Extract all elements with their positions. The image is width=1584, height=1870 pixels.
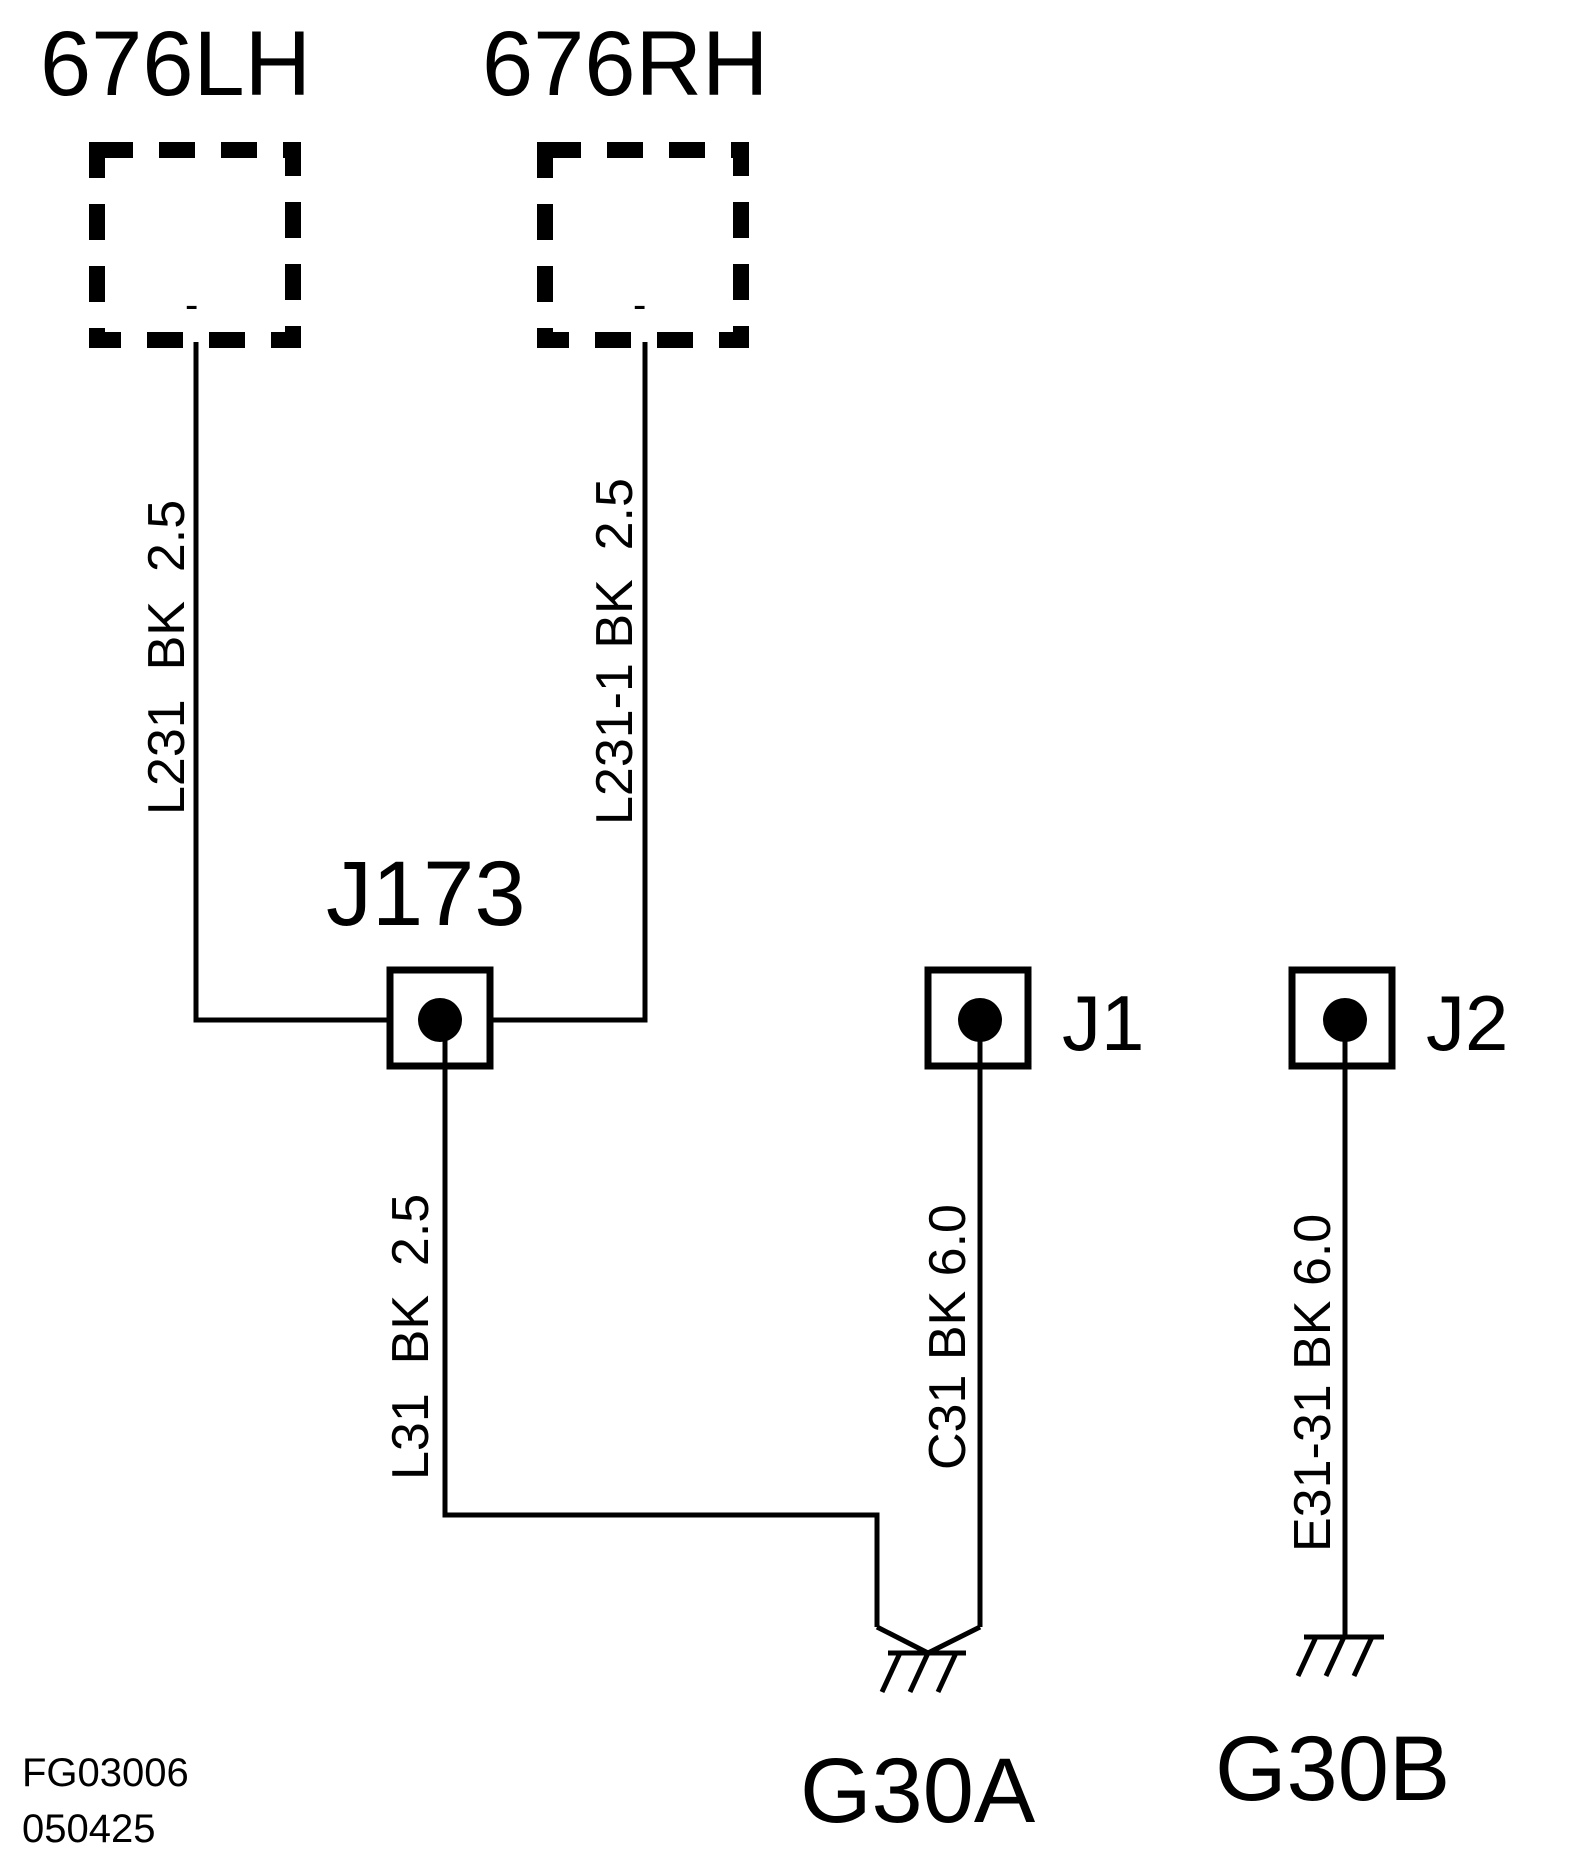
component-676rh-label: 676RH: [482, 13, 768, 115]
junction-j1-label: J1: [1062, 979, 1144, 1067]
junction-j173-box: [386, 966, 494, 1070]
ground-g30a-symbol: [875, 1624, 982, 1694]
wire-label-e31-31: E31-31 BK 6.0: [1284, 1214, 1342, 1552]
ground-g30b-label: G30B: [1215, 1718, 1450, 1820]
wire-label-l31: L31 BK 2.5: [382, 1194, 440, 1480]
junction-j2-dot: [1323, 998, 1367, 1042]
junction-j2-label: J2: [1426, 979, 1508, 1067]
component-676lh-box: [89, 142, 301, 348]
component-676rh-box: [537, 142, 749, 348]
junction-j173-dot: [418, 998, 462, 1042]
ground-g30b-symbol: [1295, 1634, 1384, 1678]
wire-label-l231: L231 BK 2.5: [138, 500, 196, 815]
junction-j173-label: J173: [326, 843, 526, 945]
ground-g30a-label: G30A: [800, 1740, 1036, 1842]
wire-l231: [193, 342, 392, 1023]
junction-j2-box: [1288, 966, 1396, 1070]
wire-l231-1: [490, 342, 648, 1023]
figure-id: FG03006: [22, 1751, 189, 1795]
figure-date-code: 050425: [22, 1807, 155, 1851]
junction-j1-dot: [958, 998, 1002, 1042]
component-676lh-label: 676LH: [40, 13, 311, 115]
wire-l31: [442, 1040, 880, 1627]
component-676rh-pin: -: [633, 283, 646, 327]
wire-label-c31: C31 BK 6.0: [919, 1204, 977, 1470]
wire-label-l231-1: L231-1 BK 2.5: [586, 478, 644, 825]
component-676lh-pin: -: [185, 283, 198, 327]
